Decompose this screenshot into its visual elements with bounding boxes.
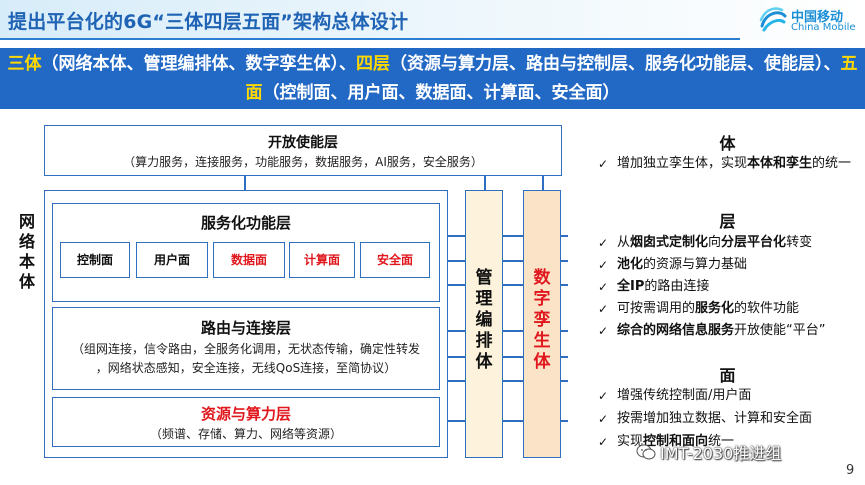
- page-number: 9: [846, 463, 855, 478]
- mgmt-label-char: 管: [475, 268, 493, 288]
- network-body-label-char: 本: [18, 252, 35, 271]
- service-function-title: 服务化功能层: [200, 214, 291, 232]
- banner-text-layers: （资源与算力层、路由与控制层、服务化功能层、使能层）、: [390, 54, 841, 74]
- resource-compute-title: 资源与算力层: [200, 405, 291, 423]
- twin-label-char: 孪: [533, 310, 551, 330]
- network-body-label-char: 网: [18, 212, 35, 231]
- bullet-item: ✓ 从烟囱式定制化向分层平台化转变: [598, 233, 860, 253]
- checkmark-icon: ✓: [598, 412, 609, 426]
- connector-service-row1: [440, 235, 568, 237]
- bullet-text: 按需增加独立数据、计算和安全面: [617, 411, 813, 426]
- network-body-label: 网 络 本 体: [17, 212, 37, 292]
- bullet-text: 全IP的路由连接: [617, 279, 710, 294]
- bullet-item: ✓ 增加独立孪生体，实现本体和孪生的统一: [598, 154, 860, 194]
- section-heading: 体: [719, 134, 736, 153]
- logo-chinese-text: 中国移动: [791, 10, 844, 25]
- plane-label: 用户面: [153, 253, 190, 267]
- bullet-text: 综合的网络信息服务开放使能“平台”: [617, 323, 826, 338]
- connector-service-row3: [440, 284, 568, 286]
- title-bar: [0, 0, 865, 40]
- twin-label-char: 生: [533, 331, 551, 351]
- bullet-item: ✓ 按需增加独立数据、计算和安全面: [598, 409, 860, 429]
- plane-security: 安全面: [360, 242, 430, 278]
- open-enablement-title: 开放使能层: [268, 135, 338, 151]
- network-body-label-char: 体: [18, 272, 35, 291]
- summary-banner: 三体（网络本体、管理编排体、数字孪生体）、四层（资源与算力层、路由与控制层、服务…: [0, 48, 865, 109]
- plane-label: 数据面: [230, 253, 267, 267]
- plane-control: 控制面: [60, 242, 130, 278]
- banner-text-bodies: （网络本体、管理编排体、数字孪生体）、: [41, 54, 357, 74]
- logo-english-text: China Mobile: [791, 22, 856, 33]
- twin-label-char: 数: [533, 268, 551, 288]
- bullet-text: 实现控制和面向统一: [617, 434, 735, 449]
- section-heading: 面: [719, 366, 736, 385]
- china-mobile-logo: 中国移动 China Mobile: [758, 4, 862, 36]
- digital-twin-body: 数 字 孪 生 体: [523, 190, 561, 458]
- wechat-watermark: IMT-2030推进组: [636, 440, 861, 464]
- banner-highlight-layers: 四层: [356, 54, 390, 74]
- mgmt-label-char: 排: [475, 331, 493, 351]
- twin-label-char: 字: [533, 289, 551, 309]
- connector-resource-row: [440, 420, 568, 422]
- management-orchestration-label: 管 理 编 排 体: [466, 268, 502, 373]
- open-enablement-services: （算力服务，连接服务，功能服务，数据服务，AI服务，安全服务）: [123, 155, 483, 169]
- bullet-text: 从烟囱式定制化向分层平台化转变: [617, 235, 813, 250]
- bullet-text: 可按需调用的服务化的软件功能: [617, 301, 800, 316]
- digital-twin-label: 数 字 孪 生 体: [524, 268, 560, 373]
- mgmt-label-char: 理: [475, 289, 493, 309]
- mgmt-label-char: 编: [475, 310, 493, 330]
- routing-connection-title: 路由与连接层: [200, 319, 291, 337]
- bullet-text: 增强传统控制面/用户面: [617, 388, 752, 403]
- checkmark-icon: ✓: [598, 236, 609, 250]
- checkmark-icon: ✓: [598, 157, 609, 171]
- management-orchestration-body: 管 理 编 排 体: [465, 190, 503, 458]
- title-underline: [0, 38, 740, 40]
- banner-highlight-bodies: 三体: [7, 54, 42, 74]
- china-mobile-logo-icon: [759, 7, 787, 32]
- bullet-text: 池化的资源与算力基础: [617, 257, 748, 272]
- connector-routing-row2: [440, 356, 568, 358]
- routing-connection-layer: 路由与连接层 （组网连接，信令路由，全服务化调用，无状态传输，确定性转发 ，网络…: [52, 307, 440, 390]
- plane-label: 计算面: [303, 253, 340, 267]
- plane-user: 用户面: [136, 242, 208, 278]
- plane-data: 数据面: [213, 242, 285, 278]
- checkmark-icon: ✓: [598, 389, 609, 403]
- checkmark-icon: ✓: [598, 324, 609, 338]
- plane-label: 安全面: [376, 253, 413, 267]
- bullet-text: 增加独立孪生体，实现本体和孪生的统一: [617, 156, 852, 171]
- plane-compute: 计算面: [289, 242, 355, 278]
- routing-connection-desc-line2: ，网络状态感知，安全连接，无线QoS连接，至简协议）: [95, 361, 397, 375]
- banner-highlight-planes: 五面: [245, 54, 858, 103]
- checkmark-icon: ✓: [598, 302, 609, 316]
- twin-label-char: 体: [533, 352, 551, 372]
- bullet-item: ✓ 可按需调用的服务化的软件功能: [598, 299, 860, 319]
- checkmark-icon: ✓: [598, 435, 609, 449]
- resource-compute-layer: 资源与算力层 （频谱、存储、算力、网络等资源）: [52, 397, 440, 447]
- bullet-item: ✓ 池化的资源与算力基础: [598, 255, 860, 275]
- watermark-text: IMT-2030推进组: [660, 444, 782, 463]
- checkmark-icon: ✓: [598, 258, 609, 272]
- connector-open-to-mgmt: [484, 176, 486, 190]
- wechat-icon: [636, 444, 656, 460]
- connector-routing-row1: [440, 330, 568, 332]
- mgmt-label-char: 体: [475, 352, 493, 372]
- bullet-item: ✓ 实现控制和面向统一: [598, 432, 860, 452]
- bullet-item: ✓ 综合的网络信息服务开放使能“平台”: [598, 321, 860, 341]
- open-enablement-layer: 开放使能层 （算力服务，连接服务，功能服务，数据服务，AI服务，安全服务）: [44, 125, 562, 176]
- connector-open-to-twin: [542, 176, 544, 190]
- resource-compute-desc: （频谱、存储、算力、网络等资源）: [149, 427, 342, 441]
- banner-text-planes: （控制面、用户面、数据面、计算面、安全面）: [262, 83, 620, 103]
- checkmark-icon: ✓: [598, 280, 609, 294]
- connector-open-to-body: [244, 176, 246, 190]
- slide-title: 提出平台化的6G“三体四层五面”架构总体设计: [8, 11, 409, 33]
- bullet-item: ✓ 增强传统控制面/用户面: [598, 386, 860, 406]
- network-body-label-char: 络: [18, 232, 35, 251]
- routing-connection-desc-line1: （组网连接，信令路由，全服务化调用，无状态传输，确定性转发: [71, 342, 420, 356]
- connector-service-row2: [440, 260, 568, 262]
- bullet-item: ✓ 全IP的路由连接: [598, 277, 860, 297]
- plane-label: 控制面: [76, 253, 113, 267]
- connector-routing-row3: [440, 380, 568, 382]
- section-heading: 层: [719, 212, 736, 231]
